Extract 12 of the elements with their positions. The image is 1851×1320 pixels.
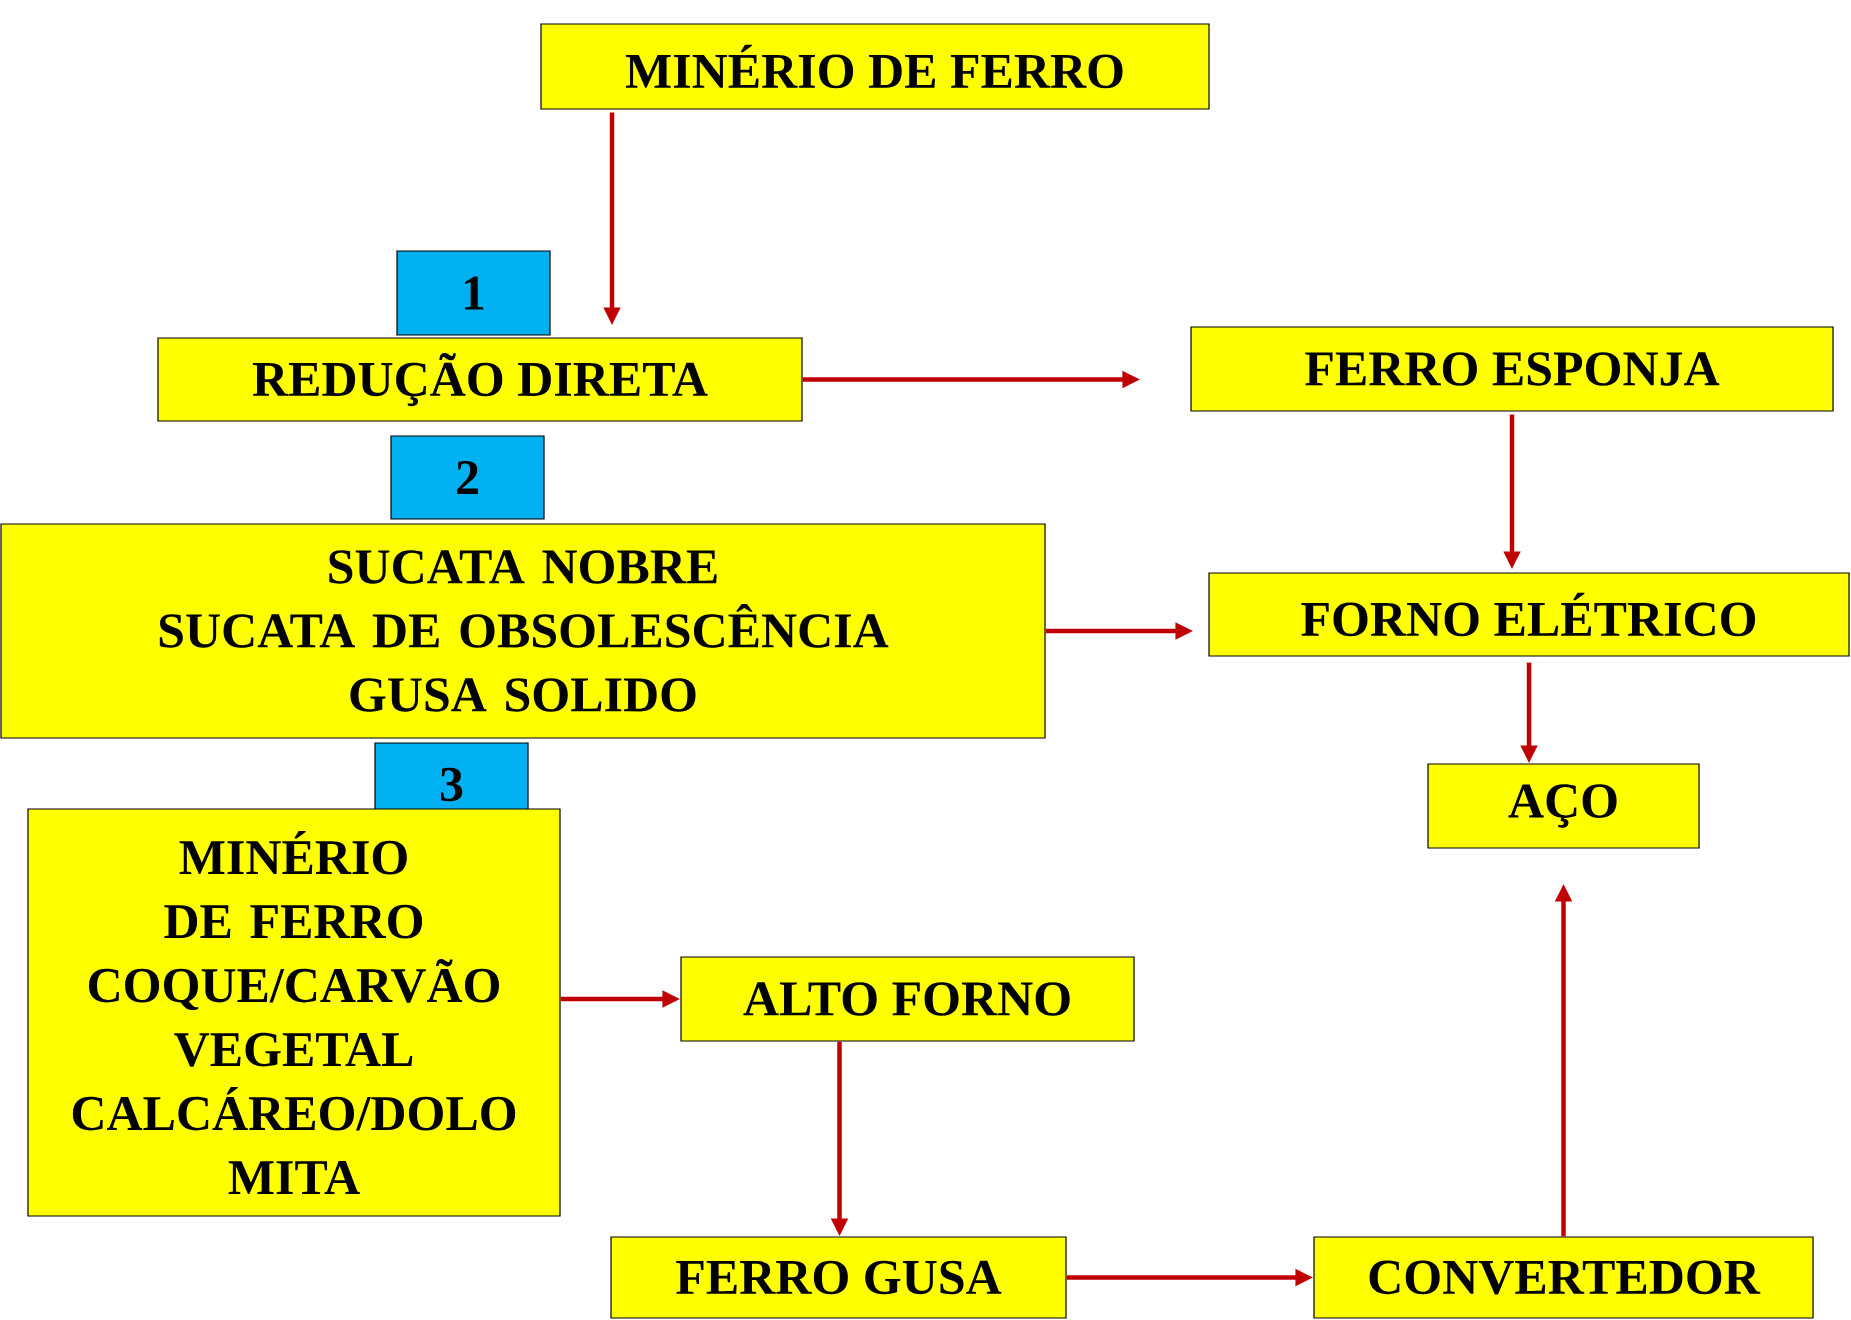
process-box: MINÉRIO DE FERRO	[540, 23, 1210, 110]
process-box: FERRO GUSA	[610, 1236, 1067, 1319]
process-box: CONVERTEDOR	[1313, 1236, 1814, 1319]
process-box: FORNO ELÉTRICO	[1208, 572, 1850, 657]
process-box: ALTO FORNO	[680, 956, 1135, 1042]
process-box: SUCATA NOBRE SUCATA DE OBSOLESCÊNCIA GUSA SOLIDO	[0, 523, 1046, 739]
number-badge: 2	[390, 435, 545, 520]
number-badge: 1	[396, 250, 551, 336]
process-box: REDUÇÃO DIRETA	[157, 337, 803, 422]
process-box: FERRO ESPONJA	[1190, 326, 1834, 412]
process-box: MINÉRIO DE FERRO COQUE/CARVÃO VEGETAL CALCÁREO/DOLO MITA	[27, 808, 561, 1217]
process-box: AÇO	[1427, 763, 1700, 849]
